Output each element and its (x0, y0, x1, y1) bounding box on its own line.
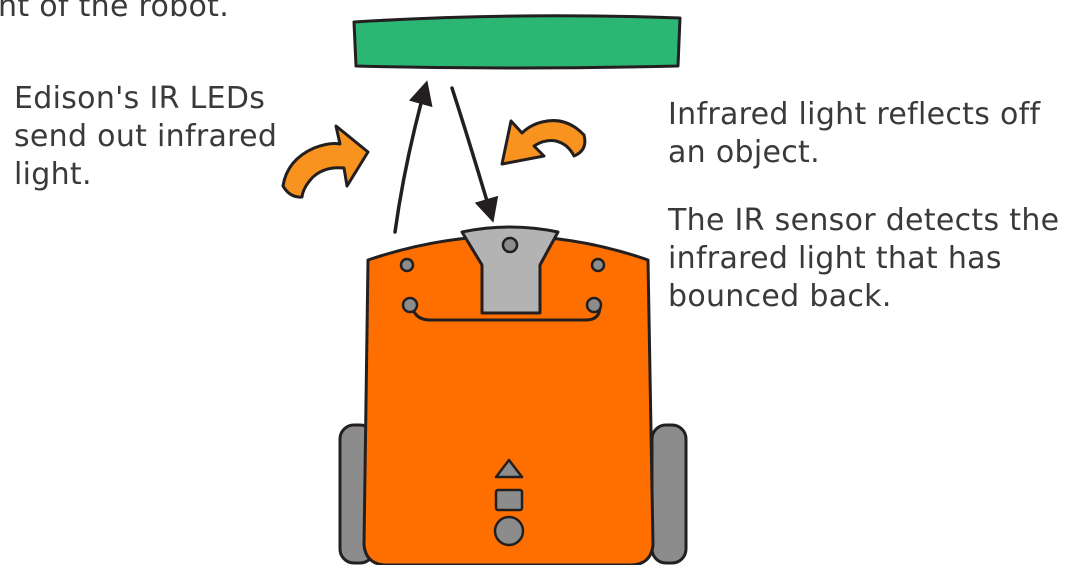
object-bar (354, 16, 680, 68)
reflected-ir-arrow (452, 88, 492, 218)
record-button-icon (495, 517, 523, 545)
outgoing-ir-arrow (395, 85, 426, 232)
right-wheel (652, 425, 686, 563)
caption-ir-leds: Edison's IR LEDs send out infrared light… (14, 80, 314, 194)
caption-top-partial: nt of the robot. (0, 0, 229, 26)
caption-reflection: Infrared light reflects off an object. (668, 96, 1073, 172)
ir-sensor-dot (503, 238, 517, 252)
right-curved-arrow (502, 121, 585, 164)
stop-button-icon (496, 490, 522, 510)
left-ir-led (403, 298, 417, 312)
screw-hole (401, 259, 413, 271)
screw-hole (592, 259, 604, 271)
caption-ir-sensor: The IR sensor detects the infrared light… (668, 202, 1073, 316)
right-ir-led (587, 298, 601, 312)
